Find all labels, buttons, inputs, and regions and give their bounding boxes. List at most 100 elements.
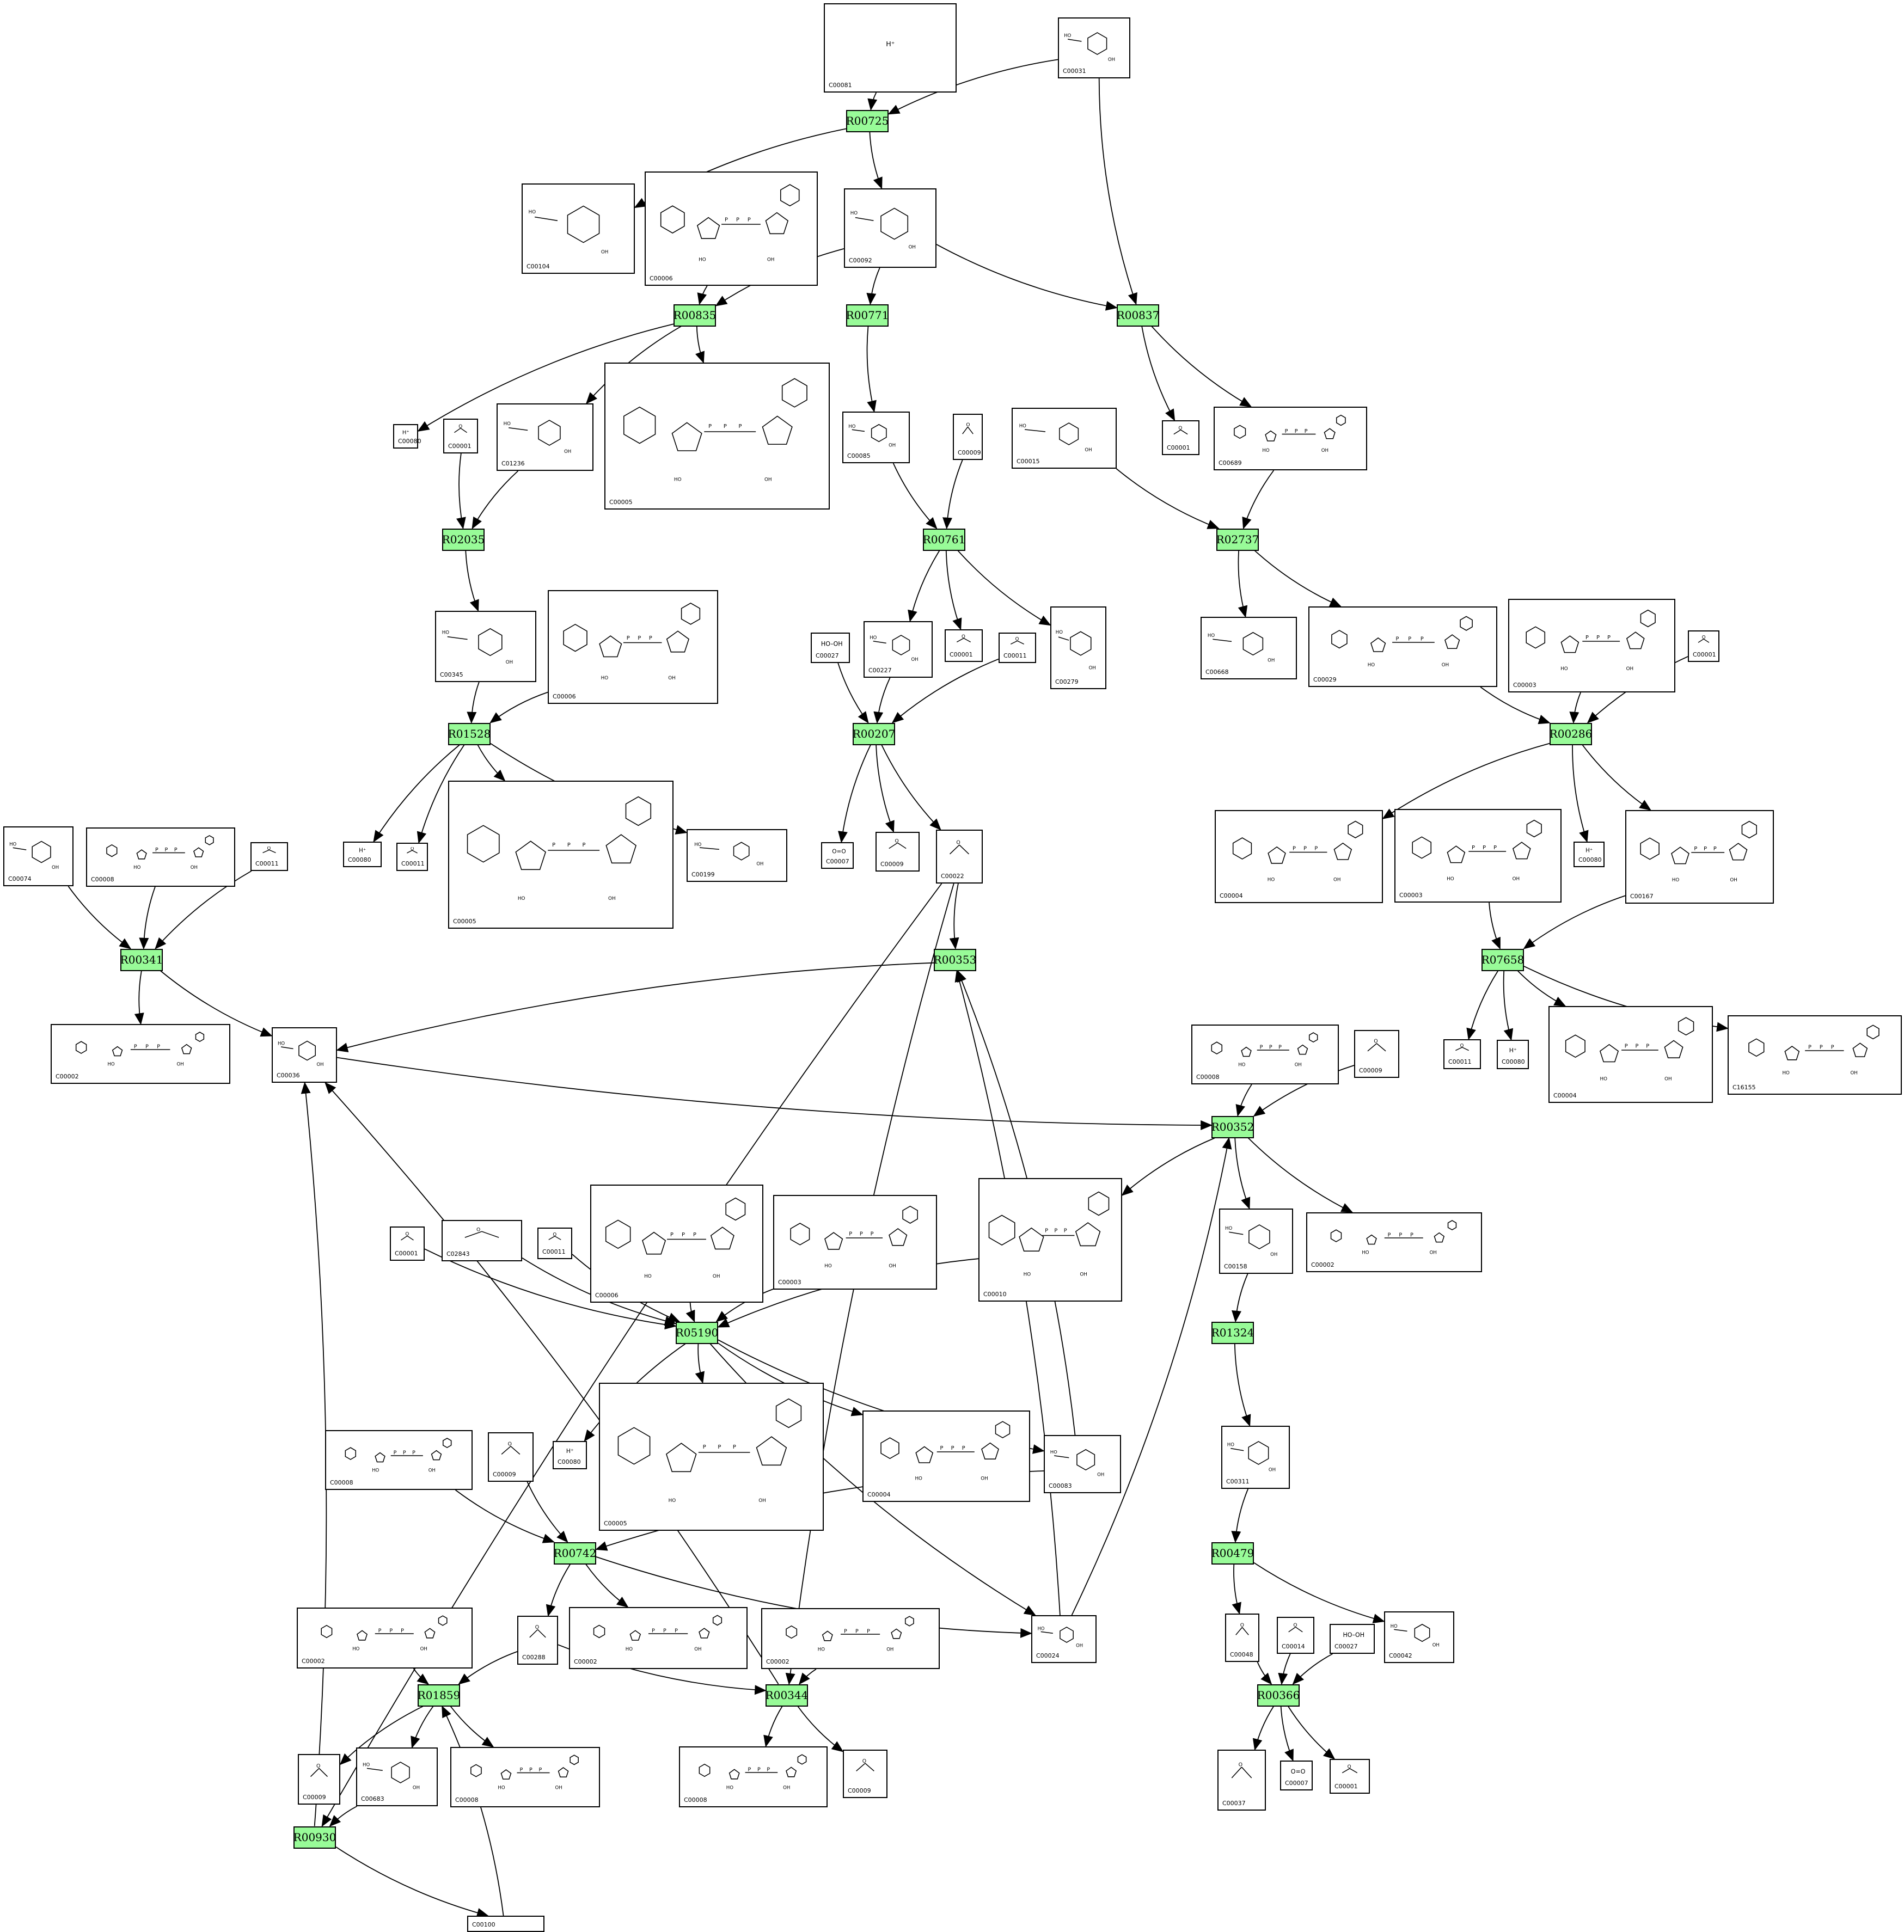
reaction-r02737[interactable]: R02737 — [1216, 528, 1259, 551]
compound-c00081[interactable]: H⁺C00081 — [824, 3, 957, 93]
reaction-r01324[interactable]: R01324 — [1211, 1321, 1254, 1344]
reaction-r00771[interactable]: R00771 — [846, 304, 889, 327]
compound-c00100[interactable]: OC00100 — [467, 1916, 544, 1932]
compound-c00080[interactable]: H⁺C00080 — [393, 424, 421, 449]
reaction-r00353[interactable]: R00353 — [934, 948, 976, 971]
reaction-r00341[interactable]: R00341 — [120, 948, 163, 971]
reaction-r01859[interactable]: R01859 — [418, 1684, 460, 1707]
reaction-r00837[interactable]: R00837 — [1117, 304, 1159, 327]
reaction-r00725[interactable]: R00725 — [846, 109, 889, 132]
reaction-r00930[interactable]: R00930 — [293, 1826, 336, 1849]
reaction-r00344[interactable]: R00344 — [766, 1684, 808, 1707]
reaction-r05190[interactable]: R05190 — [676, 1321, 718, 1344]
reaction-r02035[interactable]: R02035 — [442, 528, 485, 551]
compound-c00080[interactable]: H⁺C00080 — [1497, 1040, 1529, 1069]
reaction-r00207[interactable]: R00207 — [853, 722, 895, 745]
compound-c00080[interactable]: H⁺C00080 — [553, 1441, 587, 1469]
reaction-r00761[interactable]: R00761 — [923, 528, 965, 551]
reaction-r01528[interactable]: R01528 — [448, 722, 491, 745]
reaction-r00366[interactable]: R00366 — [1257, 1684, 1300, 1707]
reaction-r00835[interactable]: R00835 — [674, 304, 716, 327]
reaction-r00352[interactable]: R00352 — [1211, 1115, 1254, 1138]
reaction-r00286[interactable]: R00286 — [1550, 722, 1592, 745]
compound-c00080[interactable]: H⁺C00080 — [343, 842, 382, 867]
reaction-r07658[interactable]: R07658 — [1481, 948, 1524, 971]
compound-c00080[interactable]: H⁺C00080 — [1574, 842, 1605, 867]
reaction-r00479[interactable]: R00479 — [1211, 1542, 1254, 1565]
